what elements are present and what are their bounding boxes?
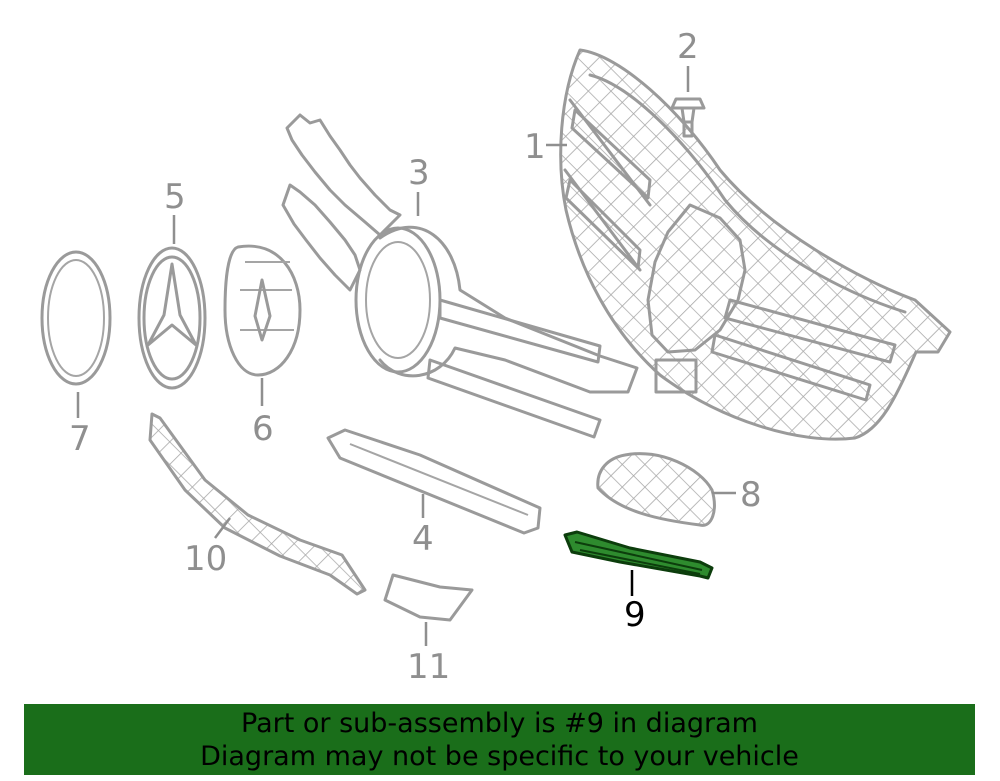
leader-lines (76, 66, 736, 646)
info-banner: Part or sub-assembly is #9 in diagram Di… (24, 704, 975, 775)
part-2-clip (670, 97, 706, 138)
part-10-lower-mesh (148, 412, 367, 596)
part-6-housing (223, 244, 302, 377)
callout-3: 3 (408, 153, 430, 193)
callout-10: 10 (184, 539, 227, 579)
parts-diagram: 1 2 3 4 5 6 7 8 9 10 11 (40, 27, 952, 687)
callout-9: 9 (624, 595, 646, 635)
part-8-side-insert (596, 452, 716, 527)
banner-line-2: Diagram may not be specific to your vehi… (200, 740, 799, 772)
part-4-strip (326, 428, 542, 535)
callout-2: 2 (677, 27, 699, 67)
part-5-emblem (137, 246, 207, 390)
part-11-bracket (383, 573, 474, 622)
part-3-insert (281, 113, 639, 439)
part-7-ring (40, 250, 112, 386)
callout-4: 4 (412, 519, 434, 559)
callout-8: 8 (740, 475, 762, 515)
callout-11: 11 (407, 647, 450, 687)
callout-1: 1 (524, 127, 546, 167)
callout-6: 6 (252, 409, 274, 449)
part-9-trim (563, 530, 714, 580)
callout-5: 5 (164, 177, 186, 217)
part-1-grille (559, 48, 952, 441)
banner-line-1: Part or sub-assembly is #9 in diagram (241, 707, 758, 739)
callout-7: 7 (69, 419, 91, 459)
